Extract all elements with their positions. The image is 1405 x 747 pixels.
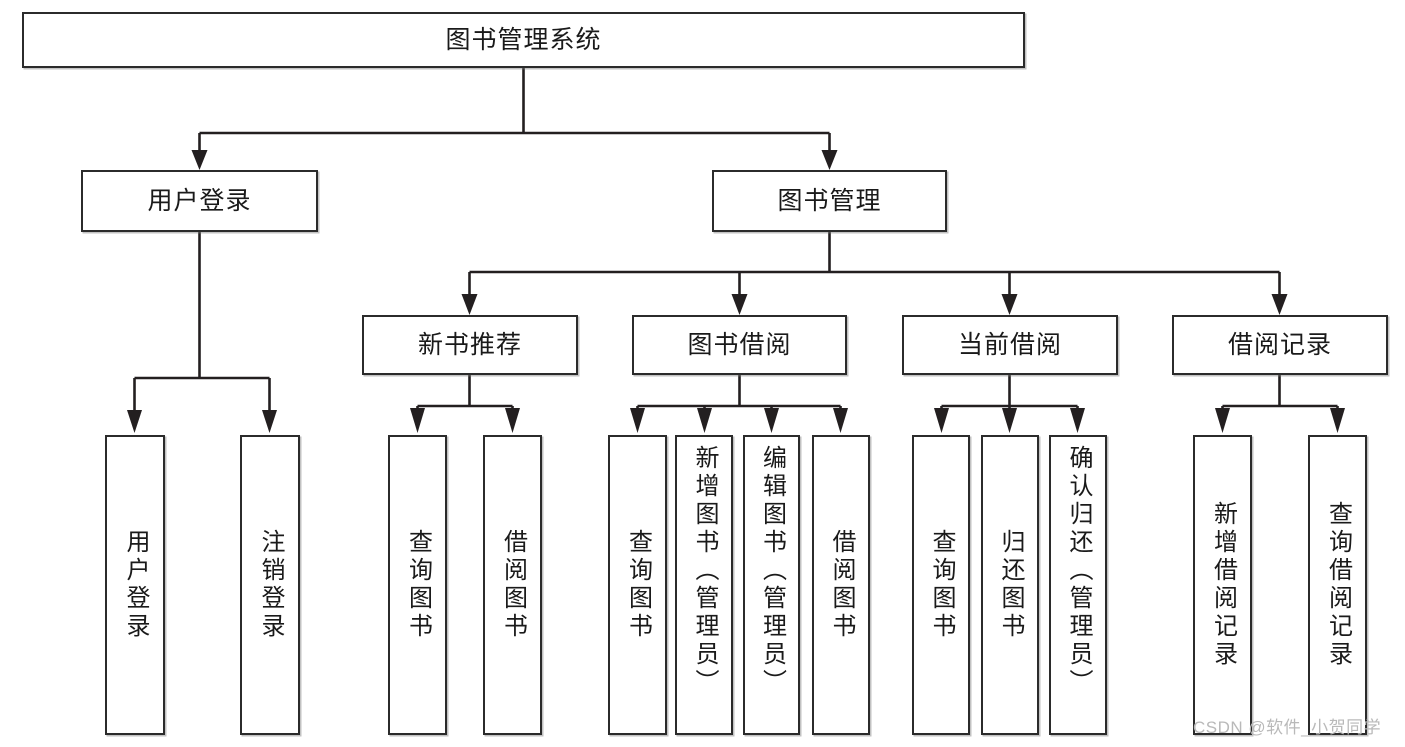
arrowhead-book-borrow <box>731 294 748 315</box>
node-label: 借阅图书 <box>499 529 527 641</box>
arrowhead-bb-edit <box>764 408 779 433</box>
arrowhead-nb-query <box>410 408 425 433</box>
node-label: 确认归还（管理员） <box>1064 445 1092 697</box>
node-label: 新增图书（管理员） <box>690 445 718 697</box>
node-label: 查询图书 <box>404 529 432 641</box>
node-new-book-recommendation[interactable]: 新书推荐 <box>362 315 578 375</box>
node-label: 图书借阅 <box>687 330 792 359</box>
node-label: 归还图书 <box>996 529 1024 641</box>
node-label: 注销登录 <box>256 529 284 641</box>
node-label: 借阅记录 <box>1227 330 1332 359</box>
node-label: 图书管理 <box>777 186 882 215</box>
leaf-confirm-return-admin[interactable]: 确认归还（管理员） <box>1049 435 1107 735</box>
arrowhead-leaf-logout <box>262 410 277 433</box>
arrowhead-nb-borrow <box>505 408 520 433</box>
leaf-user-login[interactable]: 用户登录 <box>105 435 165 735</box>
csdn-watermark: CSDN @软件_小贺同学 <box>1193 718 1382 737</box>
leaf-query-borrow-record[interactable]: 查询借阅记录 <box>1308 435 1367 735</box>
leaf-borrow-book[interactable]: 借阅图书 <box>812 435 870 735</box>
node-label: 查询图书 <box>927 529 955 641</box>
node-label: 新书推荐 <box>417 330 522 359</box>
leaf-borrow-book-recommend[interactable]: 借阅图书 <box>483 435 542 735</box>
arrowhead-bb-add <box>697 408 712 433</box>
node-book-management[interactable]: 图书管理 <box>712 170 947 232</box>
arrowhead-book-mgmt <box>821 150 838 170</box>
node-label: 借阅图书 <box>827 529 855 641</box>
node-current-borrow[interactable]: 当前借阅 <box>902 315 1118 375</box>
arrowhead-cb-return <box>1002 408 1017 433</box>
arrowhead-bb-query <box>630 408 645 433</box>
node-label: 查询图书 <box>624 529 652 641</box>
leaf-query-book-recommend[interactable]: 查询图书 <box>388 435 447 735</box>
arrowhead-current-borrow <box>1001 294 1018 315</box>
node-borrow-record[interactable]: 借阅记录 <box>1172 315 1388 375</box>
leaf-logout[interactable]: 注销登录 <box>240 435 300 735</box>
arrowhead-new-book-rec <box>461 294 478 315</box>
arrowhead-cb-query <box>934 408 949 433</box>
node-label: 新增借阅记录 <box>1209 501 1237 669</box>
leaf-add-borrow-record[interactable]: 新增借阅记录 <box>1193 435 1252 735</box>
node-label: 查询借阅记录 <box>1324 501 1352 669</box>
leaf-return-book[interactable]: 归还图书 <box>981 435 1039 735</box>
node-label: 当前借阅 <box>957 330 1062 359</box>
node-label: 用户登录 <box>147 186 252 215</box>
leaf-add-book-admin[interactable]: 新增图书（管理员） <box>675 435 733 735</box>
node-label: 图书管理系统 <box>445 25 602 54</box>
arrowhead-br-add <box>1215 408 1230 433</box>
arrowhead-cb-confirm <box>1070 408 1085 433</box>
node-user-login[interactable]: 用户登录 <box>81 170 318 232</box>
leaf-edit-book-admin[interactable]: 编辑图书（管理员） <box>743 435 800 735</box>
arrowhead-br-query <box>1330 408 1345 433</box>
node-label: 编辑图书（管理员） <box>758 445 786 697</box>
arrowhead-borrow-record <box>1271 294 1288 315</box>
node-book-management-system[interactable]: 图书管理系统 <box>22 12 1025 68</box>
arrowhead-leaf-user-login <box>127 410 142 433</box>
node-label: 用户登录 <box>121 529 149 641</box>
node-book-borrow[interactable]: 图书借阅 <box>632 315 847 375</box>
leaf-query-book-borrow[interactable]: 查询图书 <box>608 435 667 735</box>
leaf-query-book-current[interactable]: 查询图书 <box>912 435 970 735</box>
arrowhead-user-login <box>191 150 208 170</box>
arrowhead-bb-borrow <box>833 408 848 433</box>
